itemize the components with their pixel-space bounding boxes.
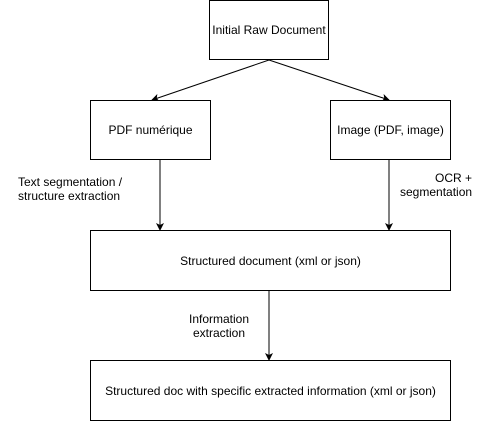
edge-raw-to-pdf bbox=[151, 59, 270, 102]
node-structured-doc-extracted: Structured doc with specific extracted i… bbox=[90, 360, 451, 421]
node-structured-document: Structured document (xml or json) bbox=[90, 230, 451, 291]
edge-label-line: extraction bbox=[193, 326, 246, 340]
node-raw-document: Initial Raw Document bbox=[209, 0, 329, 60]
node-pdf-numerique: PDF numérique bbox=[90, 100, 211, 160]
edge-label-ocr-segmentation: OCR + segmentation bbox=[400, 171, 473, 199]
edge-raw-to-image bbox=[268, 59, 390, 102]
edge-label-line: OCR + bbox=[435, 171, 473, 185]
edge-label-line: structure extraction bbox=[18, 189, 121, 203]
edge-label-text-segmentation: Text segmentation / structure extraction bbox=[18, 175, 123, 203]
edge-label-line: Information bbox=[189, 312, 250, 326]
node-image-pdf: Image (PDF, image) bbox=[330, 100, 451, 160]
edge-label-information-extraction: Information extraction bbox=[189, 312, 250, 340]
edge-label-line: Text segmentation / bbox=[18, 175, 123, 189]
edge-label-line: segmentation bbox=[400, 185, 473, 199]
